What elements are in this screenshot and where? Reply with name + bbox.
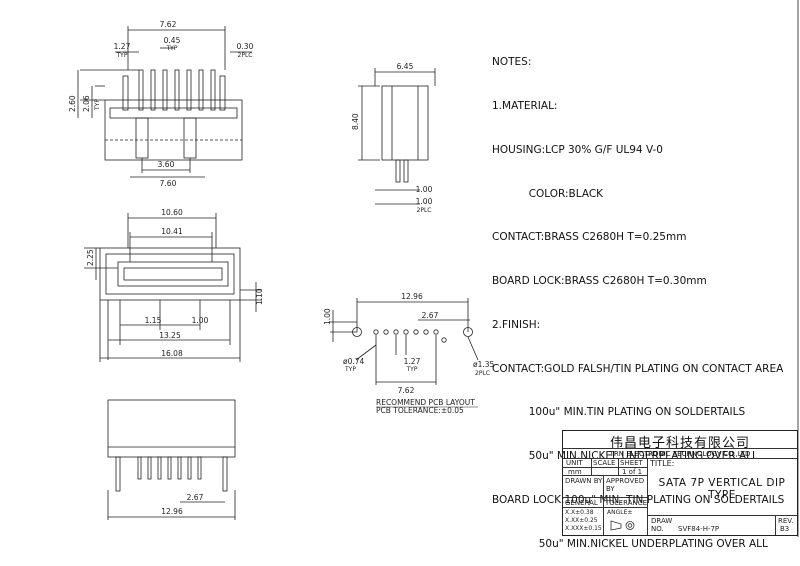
title-block: 伟昌电子科技有限公司 TRN ELECTRONIC TECHNOLOGY CO.… xyxy=(562,430,798,536)
dim-front-total: 16.08 xyxy=(161,349,183,358)
dim-side-lead-2: 1.00 xyxy=(416,197,433,206)
notes-line: 50u" MIN.NICKEL UNDERPLATING OVER ALL xyxy=(492,450,758,463)
dim-pcb-pitch: 1.27 xyxy=(404,357,421,366)
dim-top-body-width: 7.60 xyxy=(160,179,177,188)
tolerance-2: X.XX±0.25 xyxy=(565,517,598,524)
notes-line: 2.FINISH: xyxy=(492,318,541,331)
bottom-view-pins xyxy=(115,456,228,492)
unit-label: UNIT xyxy=(566,459,583,467)
notes-line: CONTACT:GOLD FALSH/TIN PLATING ON CONTAC… xyxy=(492,362,784,375)
dim-top-pitch: 1.27 xyxy=(114,42,131,51)
dim-pcb-offset: 1.00 xyxy=(323,308,332,325)
notes-line: 1.MATERIAL: xyxy=(492,99,558,112)
notes-line: BOARD LOCK:BRASS C2680H T=0.30mm xyxy=(492,275,707,288)
dim-front-slot-height: 2.25 xyxy=(86,249,95,266)
drawing-title: SATA 7P VERTICAL DIP TYPE xyxy=(658,477,786,501)
dim-side-height: 8.40 xyxy=(351,113,360,130)
dim-side-width: 6.45 xyxy=(397,62,414,71)
company-name-cn: 伟昌电子科技有限公司 xyxy=(609,436,750,451)
tolerance-3: X.XXX±0.15 xyxy=(565,525,602,532)
rev-value: B3 xyxy=(780,525,790,533)
general-label: GENERAL xyxy=(565,499,598,507)
dim-pcb-pitch-typ: TYP xyxy=(406,366,418,373)
bottom-view xyxy=(107,399,236,520)
approved-by-label: APPROVED BY xyxy=(606,477,645,493)
pcb-layout-tolerance: PCB TOLERANCE:±0.05 xyxy=(376,406,464,415)
dim-top-lock-2plc: 2PLC xyxy=(238,52,253,59)
dim-pcb-hole-small: ø0.74 xyxy=(343,357,365,366)
angle-label: ANGLE± xyxy=(607,509,633,516)
notes-block: NOTES: 1.MATERIAL: HOUSING:LCP 30% G/F U… xyxy=(492,26,784,566)
dim-pcb-post-pitch: 2.67 xyxy=(422,311,439,320)
dim-top-height-a: 2.60 xyxy=(68,95,77,112)
dim-top-pitch-typ: TYP xyxy=(116,52,128,59)
tolerance-1: X.X±0.38 xyxy=(565,509,594,516)
dim-bottom-post-pitch: 2.67 xyxy=(187,493,204,502)
dim-front-outer: 10.60 xyxy=(161,208,183,217)
pcb-holes xyxy=(373,329,447,343)
dim-front-width: 13.25 xyxy=(159,331,181,340)
sheet-label: SHEET xyxy=(620,459,643,467)
dim-bottom-overall: 12.96 xyxy=(161,507,183,516)
tolerance-label: TOLERANCE xyxy=(605,499,648,507)
dim-pcb-hole-large: ø1.35 xyxy=(473,360,495,369)
pcb-layout-caption: RECOMMEND PCB LAYOUT xyxy=(376,398,475,407)
dim-top-height-b: 2.06 xyxy=(82,95,91,112)
dim-side-lead: 1.00 xyxy=(416,185,433,194)
dim-top-overall: 7.62 xyxy=(160,20,177,29)
notes-line: HOUSING:LCP 30% G/F UL94 V-0 xyxy=(492,143,663,156)
dim-side-lead-2plc: 2PLC xyxy=(417,207,432,214)
company-name-en: TRN ELECTRONIC TECHNOLOGY CO.,LTD xyxy=(609,450,751,458)
drawn-by-label: DRAWN BY xyxy=(565,477,603,485)
sheet-value: 1 of 1 xyxy=(622,468,643,476)
dim-front-inner: 10.41 xyxy=(161,227,183,236)
dim-pcb-overall: 12.96 xyxy=(401,292,423,301)
notes-line: CONTACT:BRASS C2680H T=0.25mm xyxy=(492,231,687,244)
notes-line: NOTES: xyxy=(492,56,532,69)
notes-line: 100u" MIN.TIN PLATING ON SOLDERTAILS xyxy=(492,406,746,419)
top-view-pins xyxy=(122,69,226,111)
pcb-layout xyxy=(330,298,479,385)
technical-drawing: 7.62 1.27 TYP 0.45 TYP 0.30 2PLC 2.60 2.… xyxy=(68,0,799,537)
draw-label: DRAW xyxy=(651,517,673,525)
dim-top-lock-width: 0.30 xyxy=(237,42,254,51)
drawing-sheet: 7.62 1.27 TYP 0.45 TYP 0.30 2PLC 2.60 2.… xyxy=(68,0,799,550)
dim-top-pin-width: 0.45 xyxy=(164,36,181,45)
dim-pcb-hole-small-typ: TYP xyxy=(344,366,356,373)
rev-label: REV. xyxy=(778,517,794,525)
no-label: NO. xyxy=(651,525,664,533)
dim-pcb-span: 7.62 xyxy=(398,386,415,395)
dim-front-pitch-b: 1.00 xyxy=(192,316,209,325)
drawing-number: SVF84-H-7P xyxy=(678,525,720,533)
unit-value: mm xyxy=(568,468,582,476)
dim-pcb-hole-large-2plc: 2PLC xyxy=(475,370,490,377)
projection-symbol-icon xyxy=(610,520,635,531)
scale-label: SCALE xyxy=(593,459,616,467)
title-label: TITLE: xyxy=(650,459,675,468)
notes-line: COLOR:BLACK xyxy=(492,187,604,200)
front-view xyxy=(84,213,262,362)
notes-line: 50u" MIN.NICKEL UNDERPLATING OVER ALL xyxy=(492,537,768,550)
dim-top-height-b-typ: TYP xyxy=(94,99,101,111)
top-view xyxy=(77,26,252,178)
dim-front-depth: 1.10 xyxy=(255,288,264,305)
dim-front-pitch-a: 1.15 xyxy=(145,316,162,325)
side-view xyxy=(358,68,436,205)
dim-top-post-spacing: 3.60 xyxy=(158,160,175,169)
dim-top-pin-width-typ: TYP xyxy=(166,45,178,52)
